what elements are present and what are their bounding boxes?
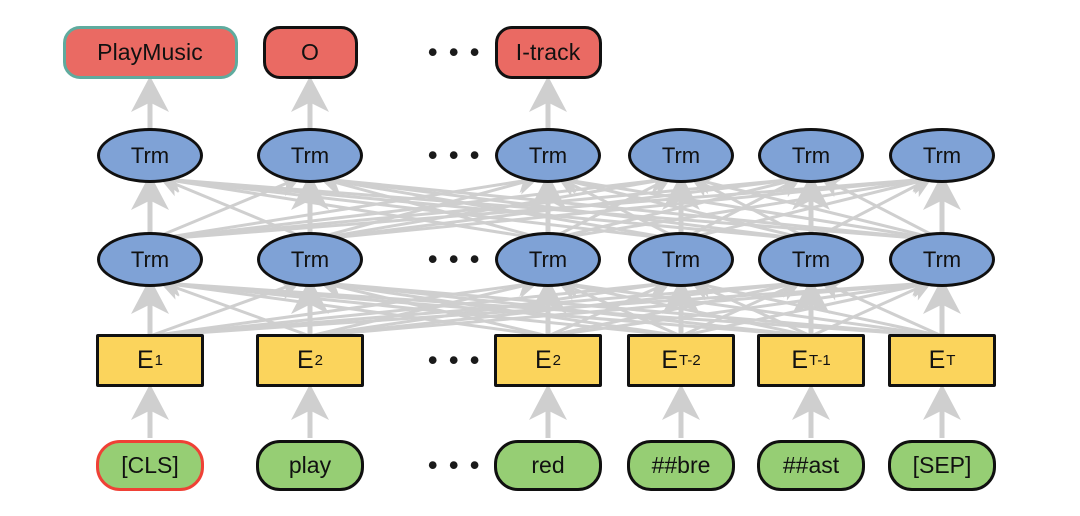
input-token-6: [SEP]	[888, 440, 996, 491]
embedding-subscript: T	[946, 352, 956, 369]
embedding-subscript: 1	[154, 352, 164, 369]
embedding-subscript: 2	[552, 352, 562, 369]
trm-top-6: Trm	[889, 128, 995, 183]
embedding-subscript: T-2	[679, 352, 701, 369]
embedding-base: E	[928, 346, 946, 374]
input-token-3: red	[494, 440, 602, 491]
trm-bottom-5: Trm	[758, 232, 864, 287]
trm-top-5: Trm	[758, 128, 864, 183]
embedding-base: E	[296, 346, 314, 374]
output-label-3: I-track	[494, 26, 602, 79]
trm-bottom-2: Trm	[257, 232, 363, 287]
output-label-2: O	[262, 26, 358, 79]
embedding-base: E	[534, 346, 552, 374]
input-token-2: play	[256, 440, 364, 491]
embedding-base: E	[791, 346, 808, 374]
ellipsis-row-4: • • •	[428, 344, 482, 375]
ellipsis-row-2: • • •	[428, 139, 482, 170]
edges-embeddings-to-transformer1	[149, 272, 943, 338]
input-token-5: ##ast	[757, 440, 865, 491]
trm-bottom-3: Trm	[495, 232, 601, 287]
ellipsis-row-1: • • •	[428, 36, 482, 67]
trm-top-1: Trm	[97, 128, 203, 183]
output-label-1: PlayMusic	[62, 26, 238, 79]
ellipsis-row-5: • • •	[428, 449, 482, 480]
trm-top-4: Trm	[628, 128, 734, 183]
ellipsis-row-3: • • •	[428, 243, 482, 274]
trm-bottom-1: Trm	[97, 232, 203, 287]
trm-bottom-6: Trm	[889, 232, 995, 287]
embedding-subscript: T-1	[809, 352, 831, 369]
trm-bottom-4: Trm	[628, 232, 734, 287]
trm-top-3: Trm	[495, 128, 601, 183]
input-token-4: ##bre	[627, 440, 735, 491]
embedding-base: E	[136, 346, 154, 374]
embedding-subscript: 2	[314, 352, 324, 369]
trm-top-2: Trm	[257, 128, 363, 183]
edges-transformer1-to-transformer2	[149, 168, 943, 242]
embedding-base: E	[661, 346, 678, 374]
input-token-1: [CLS]	[96, 440, 204, 491]
